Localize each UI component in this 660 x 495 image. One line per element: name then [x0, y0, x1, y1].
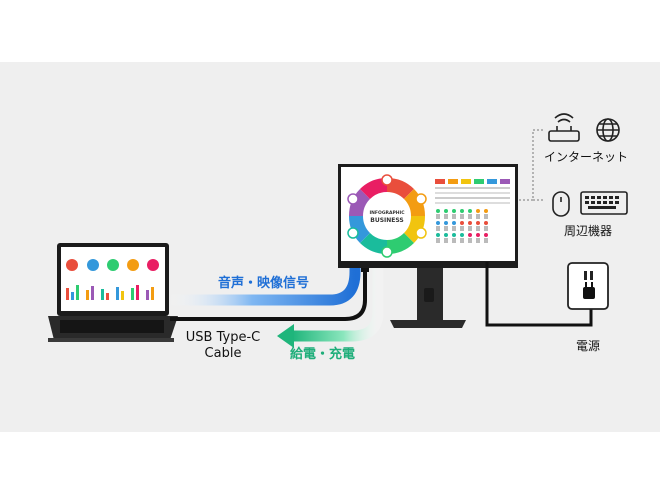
laptop-screen-infographic: [66, 259, 159, 300]
usb-cable-label-line2: Cable: [204, 346, 242, 361]
laptop-icon: [48, 243, 178, 342]
peripherals-label: 周辺機器: [564, 224, 613, 238]
av-signal-label: 音声・映像信号: [218, 276, 310, 291]
infographic-title: INFOGRAPHIC: [369, 210, 405, 216]
monitor-infographic-table: [435, 179, 510, 243]
infographic-ring: INFOGRAPHIC BUSINESS: [347, 174, 427, 258]
network-dotted-line: [519, 129, 545, 201]
power-outlet-icon: [567, 262, 609, 310]
usb-cable: [170, 262, 367, 321]
power-charge-label: 給電・充電: [290, 347, 356, 362]
internet-label: インターネット: [544, 150, 629, 164]
keyboard-icon: [580, 191, 628, 215]
globe-icon: [596, 118, 620, 142]
usb-cable-label-line1: USB Type-C: [185, 330, 261, 345]
power-cable: [485, 262, 593, 327]
power-charge-arrow: [277, 268, 384, 348]
power-source-label: 電源: [576, 339, 601, 353]
mouse-icon: [552, 191, 570, 217]
infographic-subtitle: BUSINESS: [370, 217, 404, 224]
router-icon: [548, 113, 580, 142]
